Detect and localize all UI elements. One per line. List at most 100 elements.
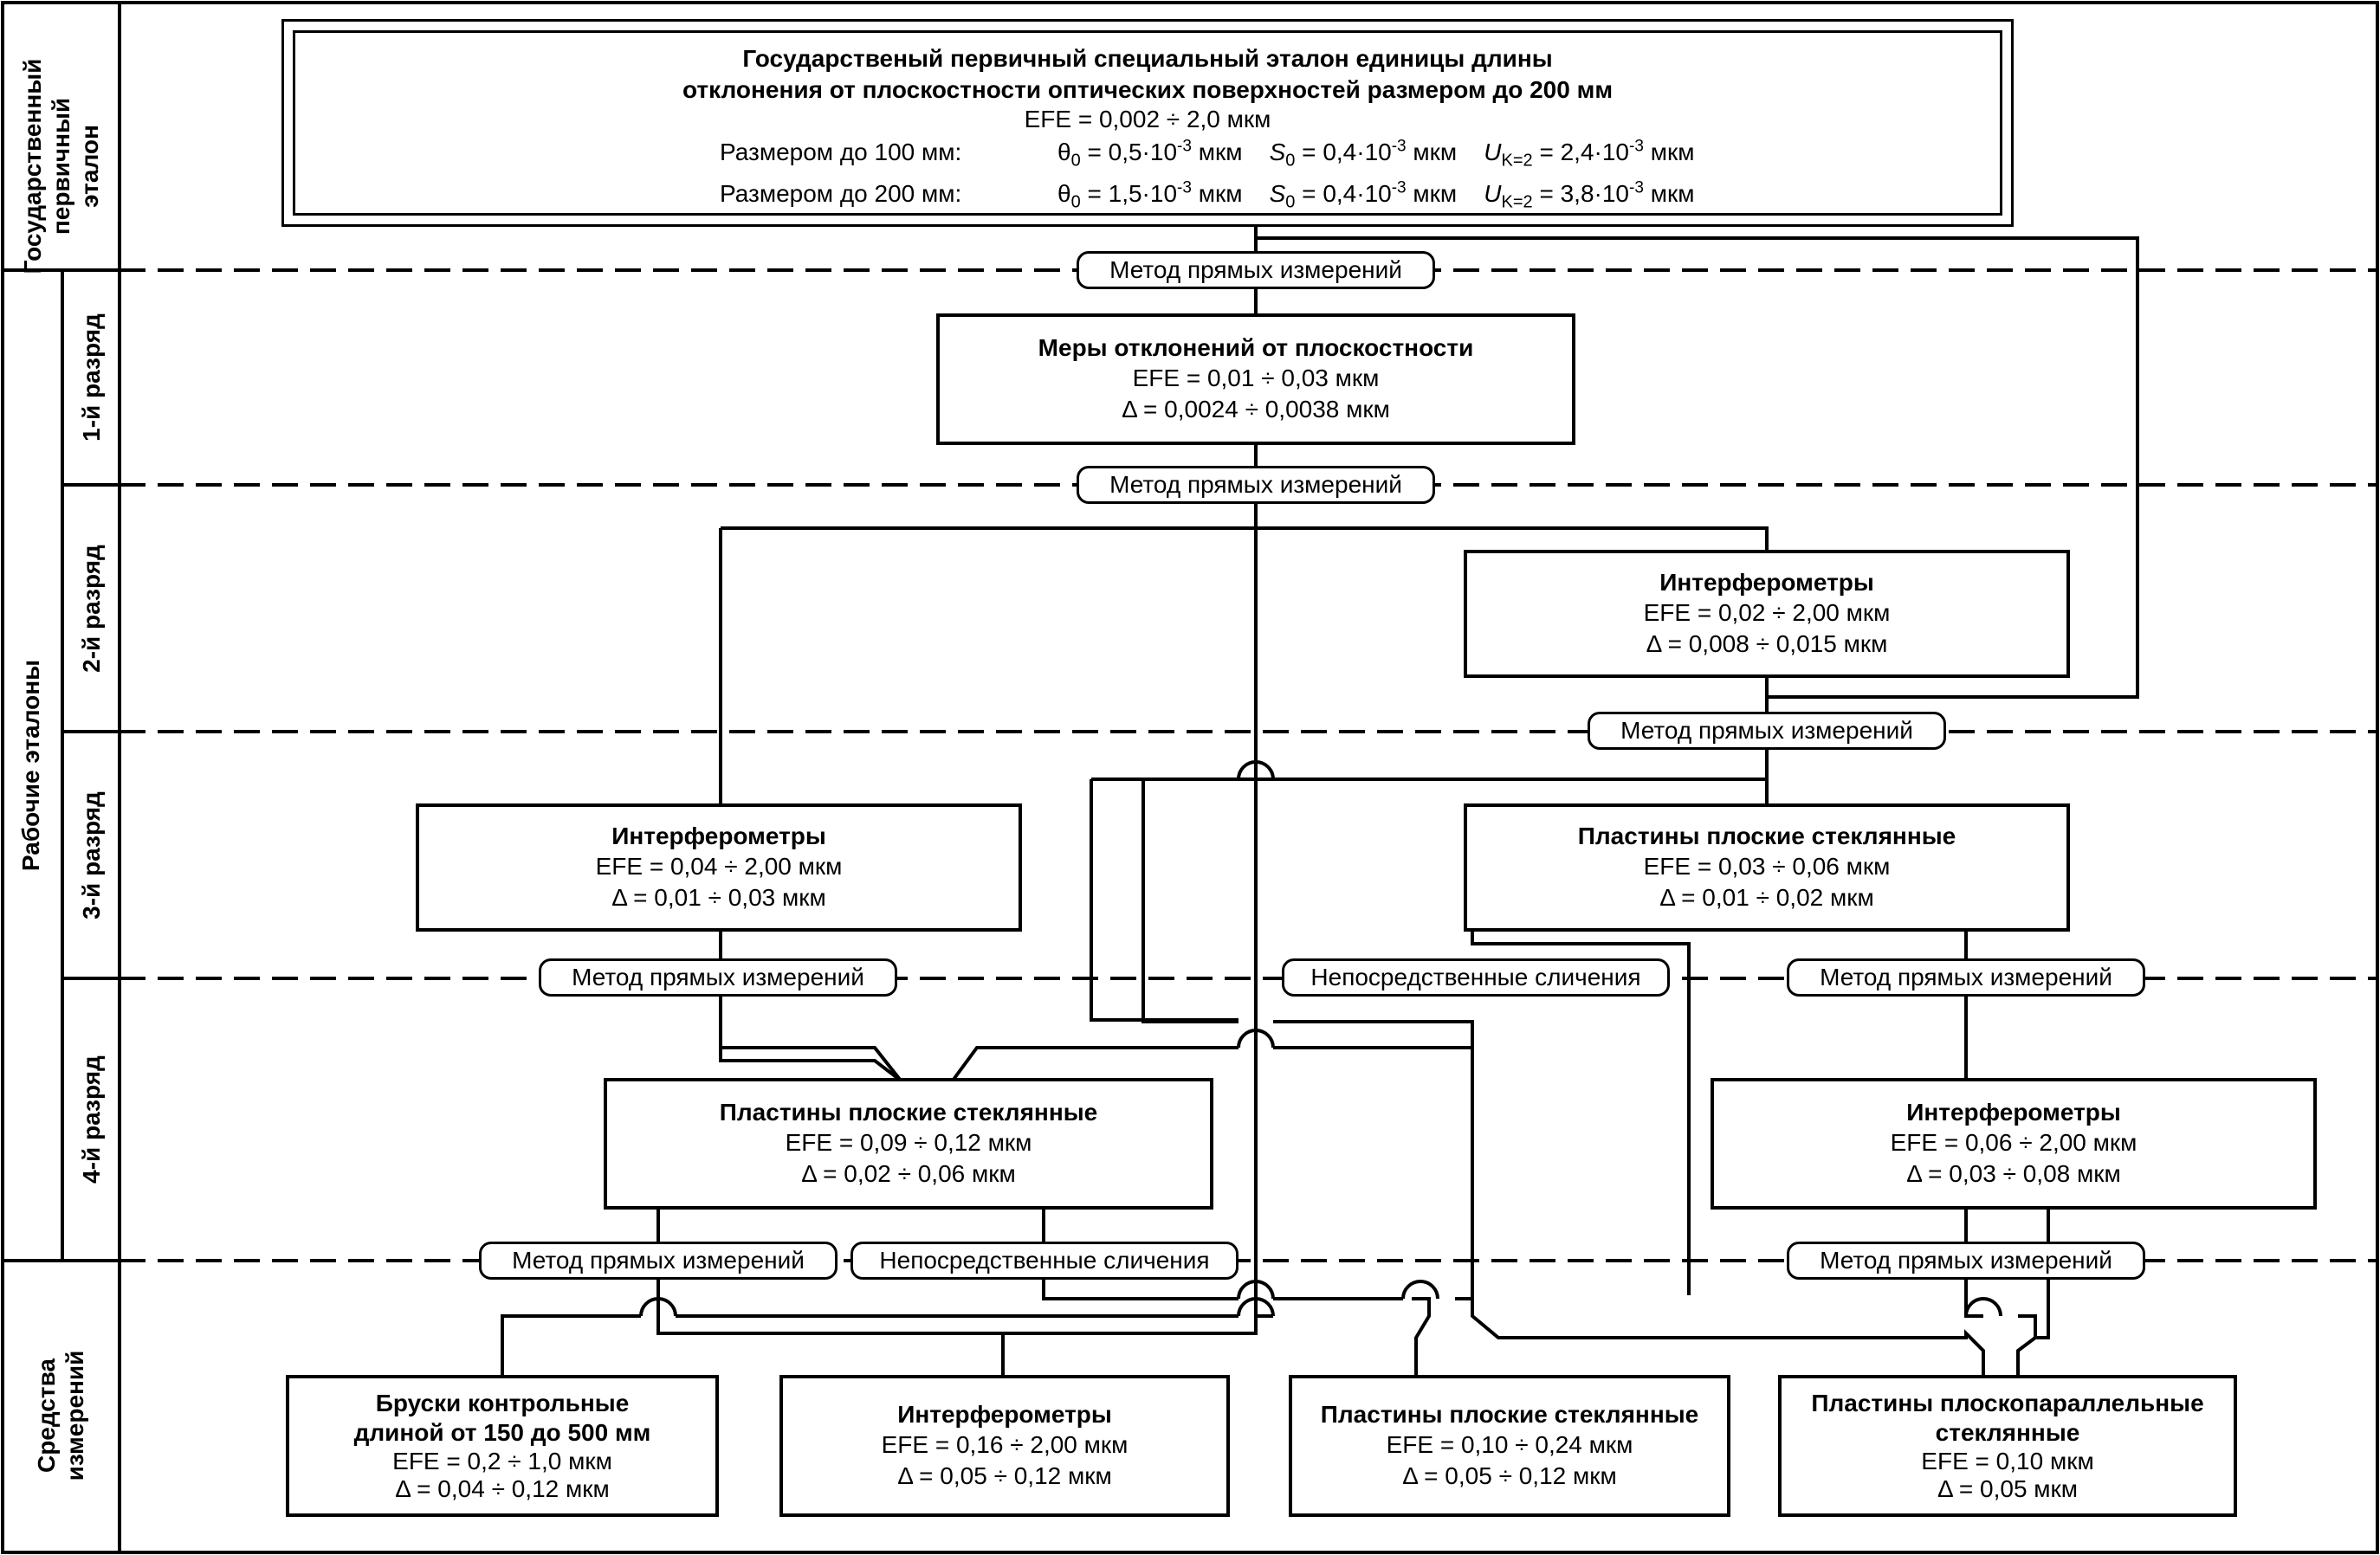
mi-interferometers: Интерферометры EFE = 0,16 ÷ 2,00 мкм Δ =… [779, 1375, 1230, 1517]
eq: = [1532, 180, 1561, 207]
method-pill-direct: Метод прямых измерений [479, 1242, 838, 1280]
method-pill-comparison: Непосредственные сличения [1282, 958, 1670, 997]
s-symbol: S [1269, 180, 1286, 207]
unit: мкм [1413, 139, 1458, 165]
label-measuring-instruments: Средства измерений [26, 1325, 95, 1507]
s-value: 0,4·10 [1323, 180, 1392, 207]
exp: -3 [1391, 178, 1407, 197]
box-title: Пластины плоскопараллельные [1811, 1390, 2204, 1416]
rank3-flat-glass-plates: Пластины плоские стеклянные EFE = 0,03 ÷… [1464, 803, 2070, 932]
box-title: Бруски контрольные [375, 1390, 630, 1416]
method-pill-direct: Метод прямых измерений [539, 958, 897, 997]
box-title: Пластины плоские стеклянные [1320, 1401, 1699, 1428]
box-title: Интерферометры [611, 823, 826, 849]
mi-plane-parallel-plates: Пластины плоскопараллельные стеклянные E… [1778, 1375, 2237, 1517]
eq: = [1295, 180, 1323, 207]
exp: -3 [1391, 137, 1407, 156]
box-delta: Δ = 0,05 мкм [1937, 1475, 2079, 1502]
rank4-interferometers: Интерферометры EFE = 0,06 ÷ 2,00 мкм Δ =… [1711, 1078, 2317, 1210]
label-working-standards: Рабочие эталоны [16, 659, 44, 872]
box-delta: Δ = 0,01 ÷ 0,03 мкм [611, 884, 826, 911]
exp: -3 [1177, 178, 1192, 197]
state-title-line2: отклонения от плоскостности оптических п… [682, 76, 1614, 103]
exp: -3 [1629, 137, 1644, 156]
state-row-200-values: θ0 = 1,5·10-3 мкм S0 = 0,4·10-3 мкм UK=2… [1057, 178, 1695, 211]
state-row-label: Размером до 200 мм: [720, 180, 962, 207]
theta-value: 1,5·10 [1108, 180, 1178, 207]
theta-value: 0,5·10 [1108, 139, 1178, 165]
box-efe: EFE = 0,06 ÷ 2,00 мкм [1890, 1129, 2137, 1156]
box-title: Интерферометры [1659, 569, 1874, 596]
box-delta: Δ = 0,0024 ÷ 0,0038 мкм [1122, 396, 1390, 423]
u-value: 3,8·10 [1560, 180, 1630, 207]
exp: -3 [1177, 137, 1192, 156]
label-rank3: 3-й разряд [77, 791, 105, 919]
box-efe: EFE = 0,2 ÷ 1,0 мкм [392, 1448, 612, 1474]
state-row-200: Размером до 200 мм: [720, 180, 961, 208]
label-line: эталон [75, 125, 103, 208]
unit: мкм [1650, 139, 1695, 165]
state-efe: EFE = 0,002 ÷ 2,0 мкм [1024, 106, 1271, 132]
rank3-interferometers: Интерферометры EFE = 0,04 ÷ 2,00 мкм Δ =… [416, 803, 1022, 932]
sub: 0 [1285, 151, 1296, 171]
box-efe: EFE = 0,09 ÷ 0,12 мкм [785, 1129, 1032, 1156]
box-efe: EFE = 0,16 ÷ 2,00 мкм [881, 1431, 1129, 1458]
label-line: первичный [47, 97, 74, 236]
box-title: Меры отклонений от плоскостности [1038, 334, 1474, 361]
sub: 0 [1285, 192, 1296, 212]
box-efe: EFE = 0,10 ÷ 0,24 мкм [1386, 1431, 1633, 1458]
method-pill-direct: Метод прямых измерений [1787, 958, 2145, 997]
box-efe: EFE = 0,10 мкм [1921, 1448, 2094, 1474]
s-value: 0,4·10 [1323, 139, 1392, 165]
box-delta: Δ = 0,008 ÷ 0,015 мкм [1646, 630, 1888, 657]
sub: K=2 [1501, 192, 1533, 212]
label-line: измерений [61, 1350, 88, 1481]
box-efe: EFE = 0,04 ÷ 2,00 мкм [595, 853, 843, 880]
box-delta: Δ = 0,01 ÷ 0,02 мкм [1659, 884, 1874, 911]
rank4-flat-glass-plates: Пластины плоские стеклянные EFE = 0,09 ÷… [604, 1078, 1213, 1210]
theta-symbol: θ [1057, 180, 1071, 207]
eq: = [1080, 180, 1109, 207]
box-title: длиной от 150 до 500 мм [353, 1419, 651, 1446]
u-symbol: U [1484, 139, 1502, 165]
unit: мкм [1413, 180, 1458, 207]
state-standard-inner: Государственый первичный специальный эта… [293, 30, 2002, 216]
rank1-flatness-measures: Меры отклонений от плоскостности EFE = 0… [936, 313, 1575, 445]
box-title: Интерферометры [1906, 1099, 2121, 1126]
unit: мкм [1650, 180, 1695, 207]
box-title: Интерферометры [897, 1401, 1112, 1428]
state-row-label: Размером до 100 мм: [720, 139, 962, 165]
box-delta: Δ = 0,02 ÷ 0,06 мкм [801, 1160, 1016, 1187]
label-state-primary: Государственный первичный эталон [4, 58, 117, 274]
eq: = [1532, 139, 1561, 165]
method-pill-direct: Метод прямых измерений [1787, 1242, 2145, 1280]
state-primary-standard: Государственый первичный специальный эта… [281, 19, 2014, 227]
mi-flat-glass-plates: Пластины плоские стеклянные EFE = 0,10 ÷… [1289, 1375, 1730, 1517]
box-delta: Δ = 0,03 ÷ 0,08 мкм [1906, 1160, 2121, 1187]
box-title: стеклянные [1935, 1419, 2080, 1446]
mi-control-bars: Бруски контрольные длиной от 150 до 500 … [286, 1375, 719, 1517]
state-row-100-values: θ0 = 0,5·10-3 мкм S0 = 0,4·10-3 мкм UK=2… [1057, 137, 1695, 170]
method-pill-comparison: Непосредственные сличения [850, 1242, 1239, 1280]
sub: 0 [1070, 151, 1081, 171]
theta-symbol: θ [1057, 139, 1071, 165]
box-title: Пластины плоские стеклянные [1577, 823, 1956, 849]
label-rank2: 2-й разряд [77, 545, 105, 673]
box-efe: EFE = 0,01 ÷ 0,03 мкм [1132, 365, 1380, 391]
label-line: Государственный [18, 58, 46, 274]
sub: K=2 [1501, 151, 1533, 171]
s-symbol: S [1269, 139, 1286, 165]
rank2-interferometers: Интерферометры EFE = 0,02 ÷ 2,00 мкм Δ =… [1464, 550, 2070, 678]
method-pill-direct: Метод прямых измерений [1077, 251, 1435, 289]
exp: -3 [1629, 178, 1644, 197]
eq: = [1295, 139, 1323, 165]
box-efe: EFE = 0,03 ÷ 0,06 мкм [1643, 853, 1891, 880]
state-title-line1: Государственый первичный специальный эта… [742, 45, 1553, 72]
box-delta: Δ = 0,04 ÷ 0,12 мкм [395, 1475, 610, 1502]
label-rank4: 4-й разряд [77, 1055, 105, 1184]
box-delta: Δ = 0,05 ÷ 0,12 мкм [1402, 1462, 1617, 1489]
box-delta: Δ = 0,05 ÷ 0,12 мкм [897, 1462, 1112, 1489]
